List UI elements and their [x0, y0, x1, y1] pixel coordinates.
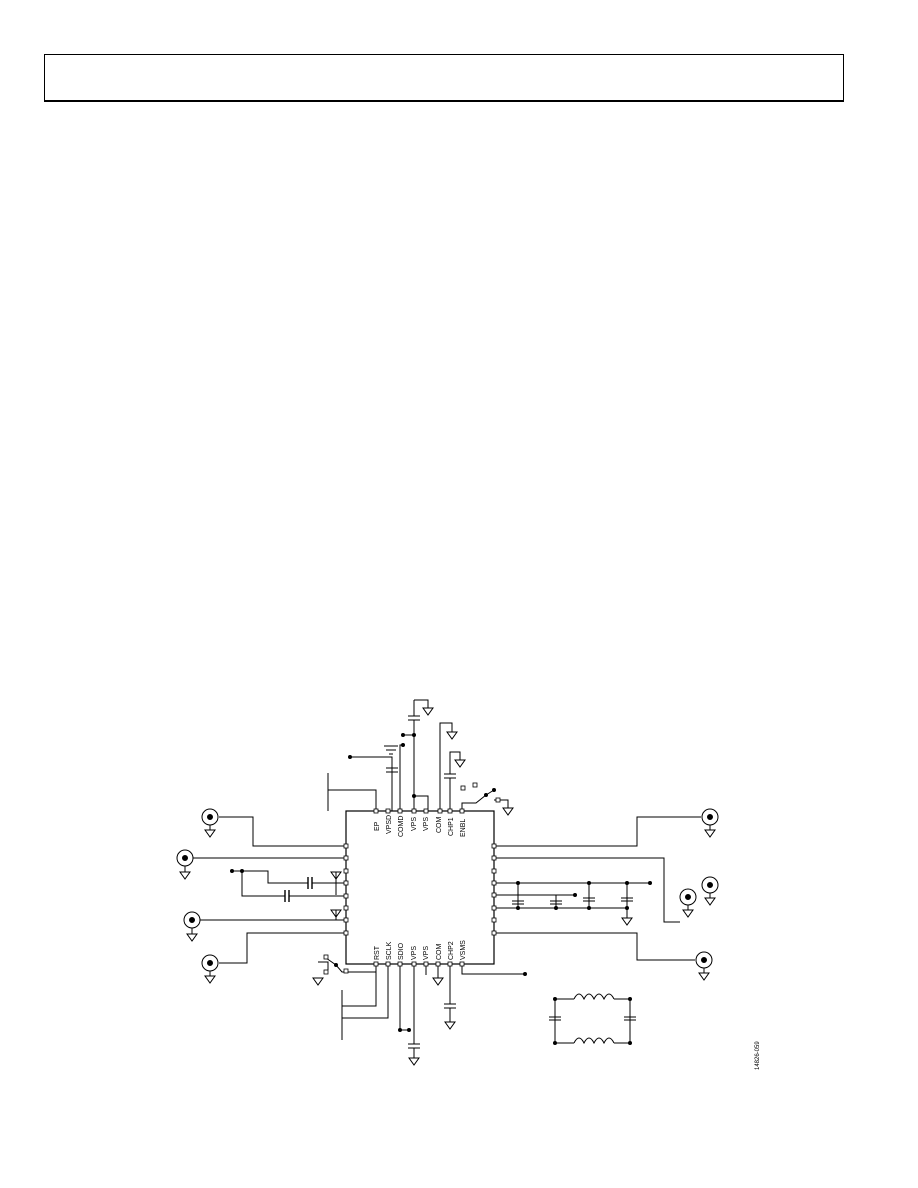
pin-label-vsms: VSMS [460, 940, 467, 960]
pin-label-vps-top-2: VPS [423, 817, 430, 831]
sma-connector-right-3 [679, 888, 697, 910]
bottom-pin-labels: RST SCLK SDIO VPS VPS COM CHP2 VSMS [374, 940, 467, 960]
sma-connector-left-2 [176, 849, 194, 872]
pin-label-com-top: COM [436, 817, 443, 834]
sma-connector-left-4 [201, 954, 219, 976]
sma-connector-right-4 [695, 951, 713, 973]
pin-label-vps-bottom-1: VPS [411, 946, 418, 960]
pin-label-comd: COMD [398, 816, 405, 837]
junction-dots [230, 733, 652, 1045]
sma-connector-right-1 [701, 808, 719, 830]
pin-label-chp2: CHP2 [448, 941, 455, 960]
ground-symbols [179, 707, 716, 1066]
pin-label-ep: EP [374, 821, 381, 831]
pin-label-rst: RST [374, 945, 381, 960]
pin-label-com-bottom: COM [436, 944, 443, 961]
pin-label-enbl: ENBL [460, 819, 467, 837]
pin-label-sclk: SCLK [386, 941, 393, 960]
sma-connectors [176, 808, 719, 976]
ic-package-outline [345, 810, 495, 965]
sma-connector-left-3 [183, 911, 201, 934]
page-header-frame [44, 54, 844, 102]
pin-label-vps-bottom-2: VPS [423, 946, 430, 960]
sma-connector-left-1 [201, 808, 219, 830]
figure-code: 14826-059 [755, 1041, 761, 1070]
pin-label-vps-top-1: VPS [411, 817, 418, 831]
pin-label-sdio: SDIO [398, 942, 405, 960]
pin-label-chp1: CHP1 [448, 817, 455, 836]
schematic-wiring [193, 699, 701, 1058]
ic-pin-pads [323, 782, 501, 975]
sma-connector-right-2 [701, 876, 719, 898]
top-pin-labels: EP VPSD COMD VPS VPS COM CHP1 ENBL [374, 815, 467, 837]
capacitor-plates [284, 877, 313, 902]
pin-label-vpsd: VPSD [386, 815, 393, 834]
